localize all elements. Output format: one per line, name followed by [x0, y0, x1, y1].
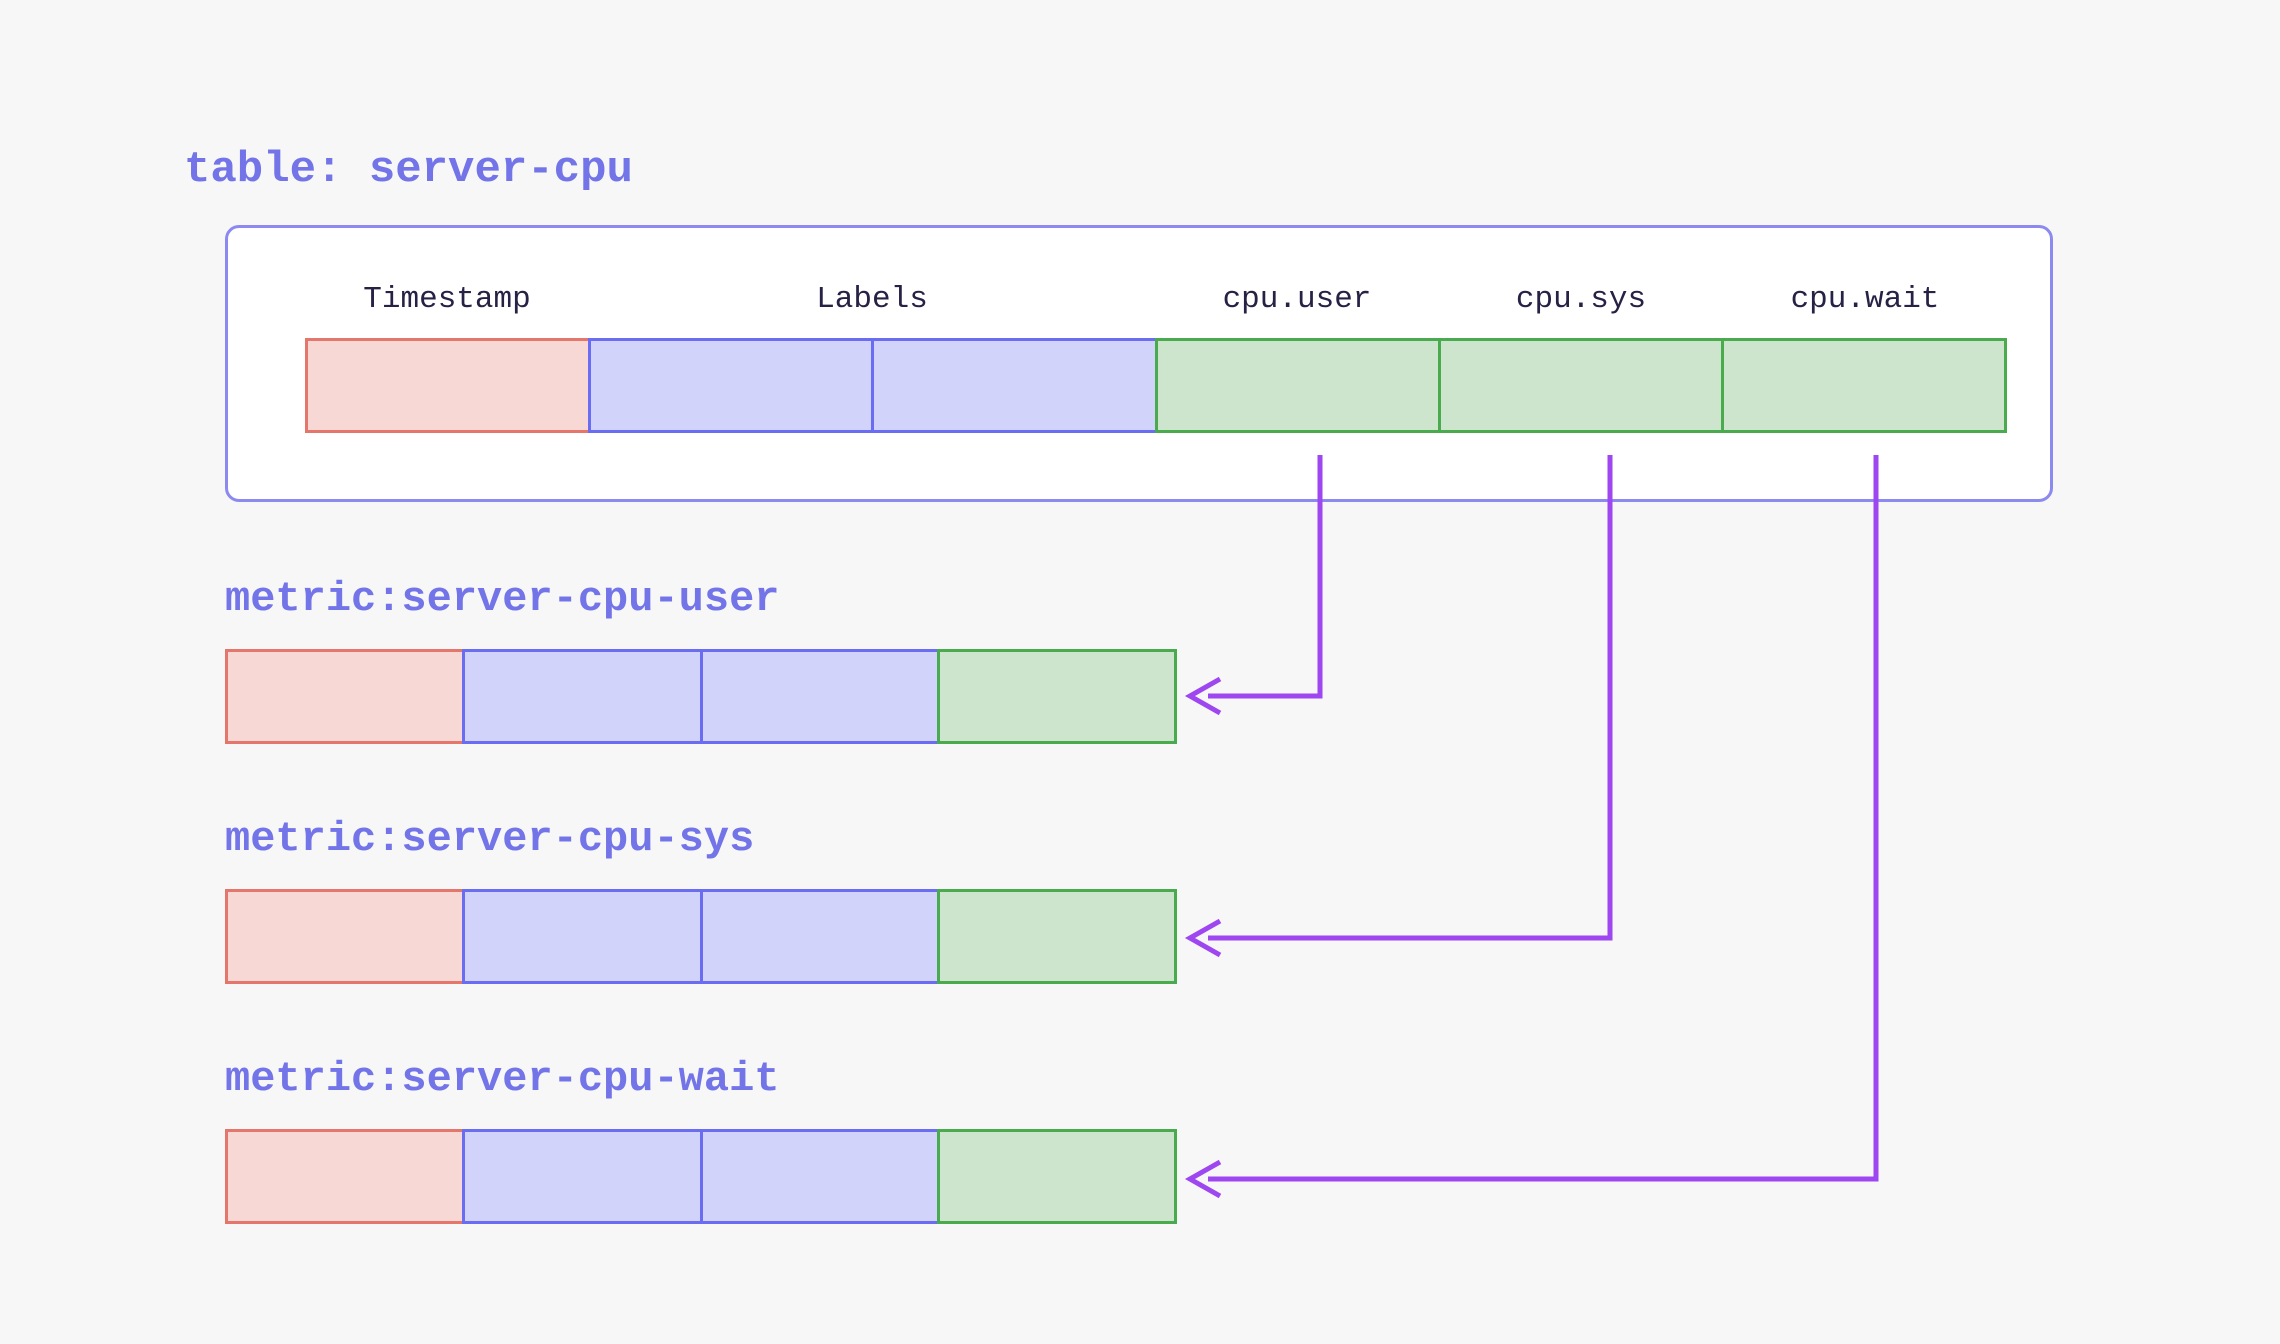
- metric-title-wait: metric:server-cpu-wait: [225, 1055, 780, 1103]
- timestamp-cell: [305, 338, 592, 433]
- value-cell: [936, 889, 1177, 984]
- labels-cell-1: [588, 338, 875, 433]
- table-row: [305, 338, 2008, 433]
- metric-row-wait: [225, 1129, 1177, 1224]
- column-header-cpu-user: cpu.user: [1222, 282, 1372, 317]
- column-header-timestamp: Timestamp: [363, 282, 531, 317]
- column-header-cpu-sys: cpu.sys: [1515, 282, 1647, 317]
- column-header-cpu-wait: cpu.wait: [1790, 282, 1940, 317]
- labels-cell-1: [462, 889, 703, 984]
- metric-title-user: metric:server-cpu-user: [225, 575, 780, 623]
- labels-cell-2: [699, 1129, 940, 1224]
- timestamp-cell: [225, 649, 466, 744]
- labels-cell-2: [699, 649, 940, 744]
- cpu-sys-cell: [1437, 338, 1724, 433]
- value-cell: [936, 1129, 1177, 1224]
- metric-title-sys: metric:server-cpu-sys: [225, 815, 755, 863]
- column-header-labels: Labels: [816, 282, 928, 317]
- labels-cell-2: [871, 338, 1158, 433]
- labels-cell-1: [462, 1129, 703, 1224]
- timestamp-cell: [225, 1129, 466, 1224]
- metric-row-sys: [225, 889, 1177, 984]
- cpu-wait-cell: [1720, 338, 2008, 433]
- value-cell: [936, 649, 1177, 744]
- table-title: table: server-cpu: [184, 145, 633, 195]
- arrow-cpu-wait-icon: [1184, 455, 1879, 1199]
- labels-cell-2: [699, 889, 940, 984]
- metric-row-user: [225, 649, 1177, 744]
- arrow-cpu-sys-icon: [1184, 455, 1613, 958]
- cpu-user-cell: [1154, 338, 1441, 433]
- timestamp-cell: [225, 889, 466, 984]
- labels-cell-1: [462, 649, 703, 744]
